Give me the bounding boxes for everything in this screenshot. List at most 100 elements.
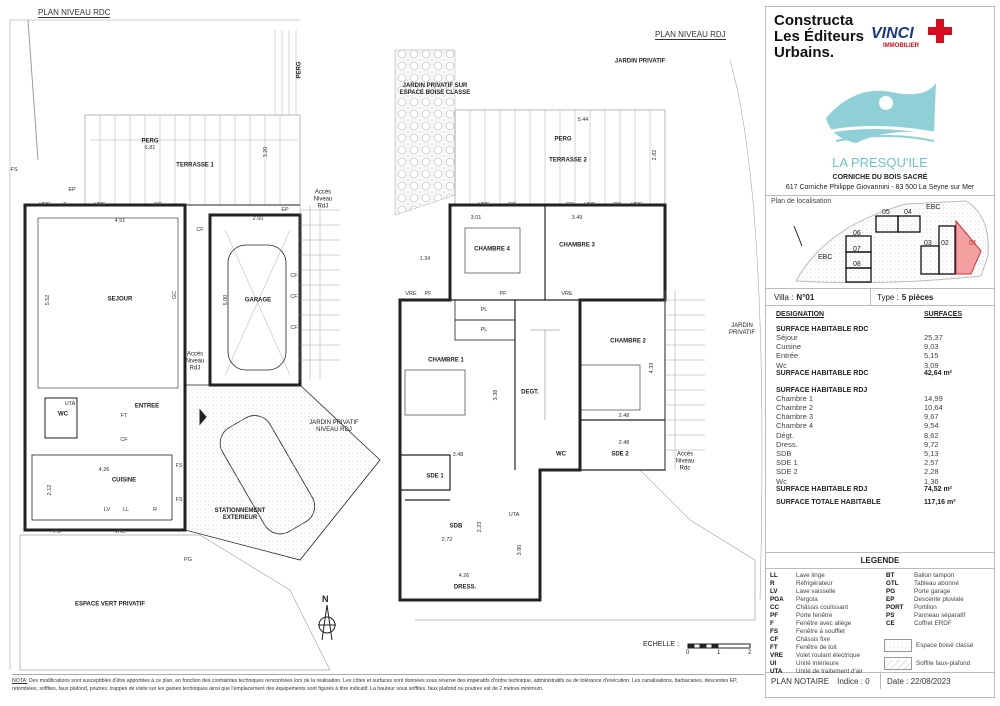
dimension: 3.48: [452, 452, 464, 458]
dimension: 4.26: [98, 467, 110, 473]
plan-indice: Indice : 0: [837, 676, 870, 686]
surface-name: Wc: [776, 360, 787, 370]
rdc-section-title: SURFACE HABITABLE RDC: [776, 326, 869, 333]
plan-type: PLAN NOTAIRE: [771, 676, 830, 686]
legend-desc: Fenêtre à soufflet: [796, 628, 845, 635]
rdj-total-label: SURFACE HABITABLE RDJ: [776, 485, 868, 493]
code-label: FT: [120, 413, 128, 419]
dimension: 6.81: [144, 145, 156, 151]
code-label: CF: [290, 273, 298, 279]
total-value: 117,16 m²: [924, 498, 956, 506]
code-label: LV: [103, 507, 111, 513]
surface-name: SDE 1: [776, 458, 798, 468]
legend-desc: Unité de traitement d'air: [796, 668, 863, 675]
location-title: Plan de localisation: [771, 198, 832, 205]
dimension: 2.72: [441, 537, 453, 543]
room-label: WC: [556, 451, 566, 458]
plan-rdj: [394, 49, 763, 621]
surface-value: 9,54: [924, 421, 939, 431]
legend-hatch2: Soffite faux-plafond: [916, 660, 971, 667]
room-label: TERRASSE 2: [549, 157, 587, 164]
legend-code: PG: [886, 588, 896, 595]
code-label: VRE: [94, 202, 106, 208]
code-label: FS: [175, 463, 183, 469]
villa-label: Villa :: [774, 292, 794, 302]
room-label: WC: [58, 411, 68, 418]
room-label: Accès Niveau RdJ: [185, 351, 205, 372]
legend-code: CF: [770, 636, 779, 643]
surface-value: 9,72: [924, 439, 939, 449]
code-label: F: [63, 202, 67, 208]
room-label: CHAMBRE 2: [610, 338, 646, 345]
constructa-logo: Constructa Les Éditeurs Urbains.: [774, 13, 864, 61]
code-label: PG: [184, 557, 192, 563]
code-label: PF: [424, 291, 432, 297]
legend-desc: Fenêtre de toit: [796, 644, 837, 651]
room-label: PERG: [296, 61, 303, 79]
legend-desc: Porte fenêtre: [796, 612, 833, 619]
surface-value: 2,57: [924, 458, 939, 468]
room-label: STATIONNEMENT EXTERIEUR: [214, 508, 266, 521]
code-label: VRE: [631, 202, 643, 208]
room-label: JARDIN PRIVATIF: [614, 58, 666, 65]
legend-desc: Pergola: [796, 596, 818, 603]
dimension: 5.44: [577, 117, 589, 123]
legend-desc: Lave vaisselle: [796, 588, 836, 595]
room-label: SDB: [449, 523, 463, 530]
room-label: CUISINE: [111, 477, 137, 484]
legend-desc: Lave linge: [796, 572, 825, 579]
surface-value: 14,99: [924, 393, 943, 403]
legend-desc: Fenêtre avec allège: [796, 620, 852, 627]
surface-row: Chambre 4 9,54: [766, 421, 994, 430]
surface-name: Chambre 1: [776, 393, 814, 403]
legend-desc: Unité intérieure: [796, 660, 839, 667]
code-label: VRE: [405, 291, 417, 297]
surface-row: Dress.9,72: [766, 440, 994, 449]
legend-code: EP: [886, 596, 895, 603]
surface-value: 25,37: [924, 333, 943, 342]
surface-row: Chambre 1 14,99: [766, 394, 994, 403]
dimension: 5.52: [45, 294, 51, 306]
location-map: Plan de localisation 05 04 06 07 08 03 0…: [766, 195, 994, 289]
surfaces-header: SURFACES: [924, 311, 963, 318]
surface-name: SDE 2: [776, 467, 798, 477]
code-label: CC: [613, 202, 621, 208]
legend-code: FS: [770, 628, 779, 635]
brand-constructa: Constructa: [774, 12, 854, 29]
type-label: Type :: [877, 292, 899, 302]
legend-code: CC: [770, 604, 780, 611]
immobilier-text: IMMOBILIER: [883, 43, 919, 49]
surface-name: Dégt.: [776, 430, 794, 440]
surface-value: 9,03: [924, 342, 939, 352]
surface-value: 10,64: [924, 403, 943, 413]
lot-label: 02: [941, 240, 949, 247]
code-label: CF: [120, 437, 128, 443]
surface-value: 5,15: [924, 351, 939, 361]
legend-desc: Ballon tampon: [914, 572, 955, 579]
room-label: SEJOUR: [107, 296, 133, 303]
nota-text: NOTA: Des modifications sont susceptible…: [12, 674, 764, 693]
villa-value: N°01: [796, 292, 815, 302]
code-label: UTA: [64, 401, 76, 407]
rdc-total-value: 42,64 m²: [924, 369, 953, 377]
scale-label: ECHELLE :: [643, 641, 679, 648]
surface-row: SDE 1 2,57: [766, 458, 994, 467]
vinci-logo: VINCI IMMOBILIER: [871, 19, 952, 49]
plan-rdc-title: PLAN NIVEAU RDC: [38, 8, 111, 18]
room-label: JARDIN PRIVATIF NIVEAU RDJ: [309, 420, 359, 433]
code-label: FS: [53, 529, 61, 535]
dimension: 4.51: [114, 218, 126, 224]
legend-code: UTA: [770, 668, 783, 675]
scale-tick: 0: [686, 650, 690, 656]
legend-code: F: [770, 620, 774, 627]
surface-value: 1,36: [924, 476, 939, 486]
room-label: Accès Niveau RdJ: [313, 189, 333, 210]
room-label: CHAMBRE 4: [474, 246, 510, 253]
dimension: 3.20: [263, 146, 269, 158]
floor-plan-drawing: [9, 19, 763, 671]
surface-name: Chambre 4: [776, 421, 814, 431]
legend-code: PORT: [886, 604, 904, 611]
surface-name: Wc: [776, 476, 787, 486]
